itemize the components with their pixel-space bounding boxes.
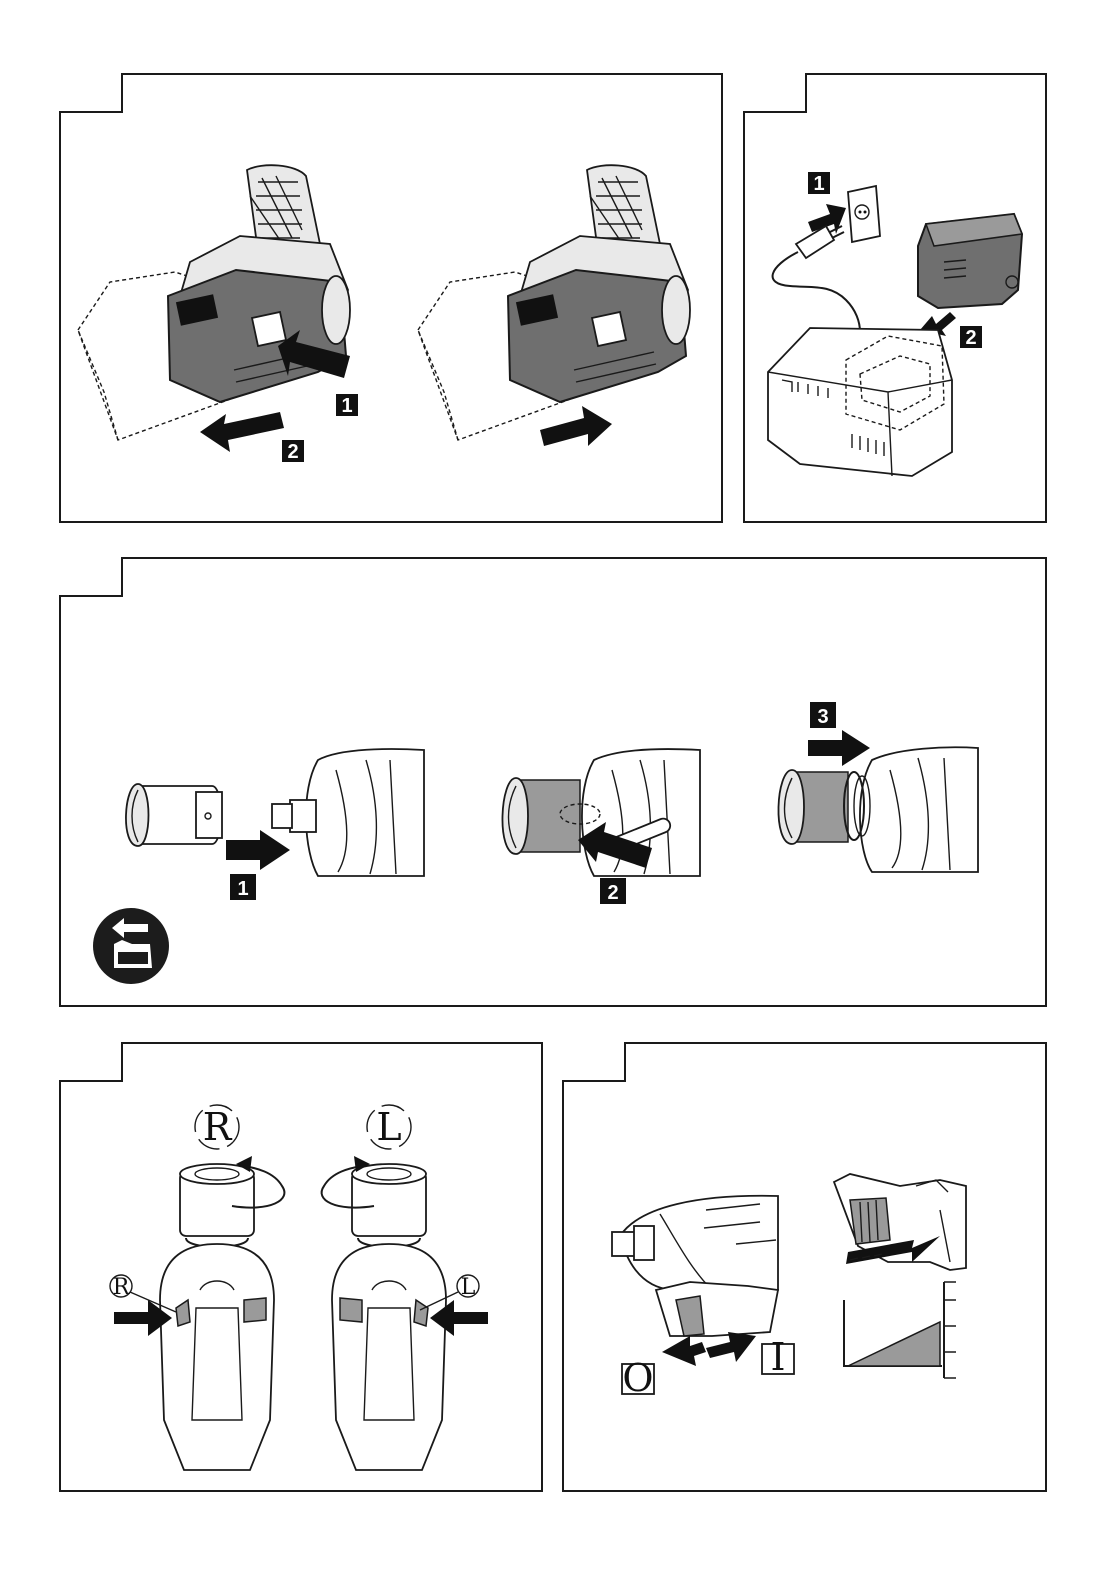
- svg-text:1: 1: [237, 878, 248, 900]
- svg-text:L: L: [461, 1275, 476, 1300]
- insert-arrow: [540, 406, 612, 446]
- impact-wrench-head-3: [860, 747, 978, 872]
- socket-mounted-ring: [778, 770, 870, 844]
- svg-text:2: 2: [965, 327, 976, 349]
- battery-pack: [918, 214, 1022, 308]
- svg-text:L: L: [376, 1105, 401, 1149]
- svg-text:I: I: [770, 1335, 785, 1379]
- tool-with-battery-left: [78, 165, 350, 440]
- push-socket-arrow: [808, 730, 870, 766]
- svg-text:3: 3: [817, 706, 828, 728]
- tool-side-view: [612, 1196, 778, 1336]
- charger-base: [768, 328, 952, 476]
- off-position-label: O: [622, 1356, 654, 1400]
- power-cord: [773, 252, 860, 332]
- step-label-battery-slide-out: 2: [282, 440, 304, 463]
- svg-text:R: R: [203, 1105, 233, 1149]
- battery-removal-scene: 1 2: [78, 165, 690, 463]
- svg-text:2: 2: [287, 441, 298, 463]
- socket-loose: [126, 784, 222, 846]
- socket-install-scene: 1 2: [93, 702, 978, 984]
- svg-text:2: 2: [607, 882, 618, 904]
- svg-text:R: R: [113, 1275, 131, 1300]
- trigger-switch-scene: O I: [612, 1174, 966, 1400]
- tool-front-view-forward: [160, 1164, 274, 1470]
- step-label-socket-pin: 2: [600, 878, 626, 904]
- step-label-socket-push: 3: [810, 702, 836, 728]
- charging-scene: 1 2: [768, 172, 1022, 476]
- slide-out-arrow: [200, 412, 284, 452]
- speed-graph-icon: [844, 1282, 956, 1378]
- on-position-label: I: [762, 1335, 794, 1379]
- wall-outlet: [848, 186, 880, 242]
- release-trigger-arrow: [662, 1336, 706, 1366]
- step-label-charger-plug: 1: [808, 172, 830, 195]
- frame-rotation-direction: [60, 1043, 542, 1491]
- remove-battery-icon: [93, 908, 169, 984]
- attach-socket-arrow: [226, 830, 290, 870]
- counterclockwise-symbol: L: [367, 1105, 411, 1149]
- tool-with-battery-right: [418, 165, 690, 440]
- clockwise-symbol: R: [195, 1105, 239, 1149]
- tool-front-view-reverse: [332, 1164, 446, 1470]
- step-label-battery-release: 1: [336, 394, 358, 417]
- svg-text:1: 1: [341, 395, 352, 417]
- svg-text:1: 1: [813, 173, 824, 195]
- rotation-direction-scene: R L R: [110, 1105, 488, 1470]
- impact-wrench-head-1: [272, 749, 424, 876]
- step-label-socket-attach: 1: [230, 874, 256, 900]
- svg-text:O: O: [622, 1356, 653, 1400]
- step-label-charger-insert: 2: [960, 326, 982, 349]
